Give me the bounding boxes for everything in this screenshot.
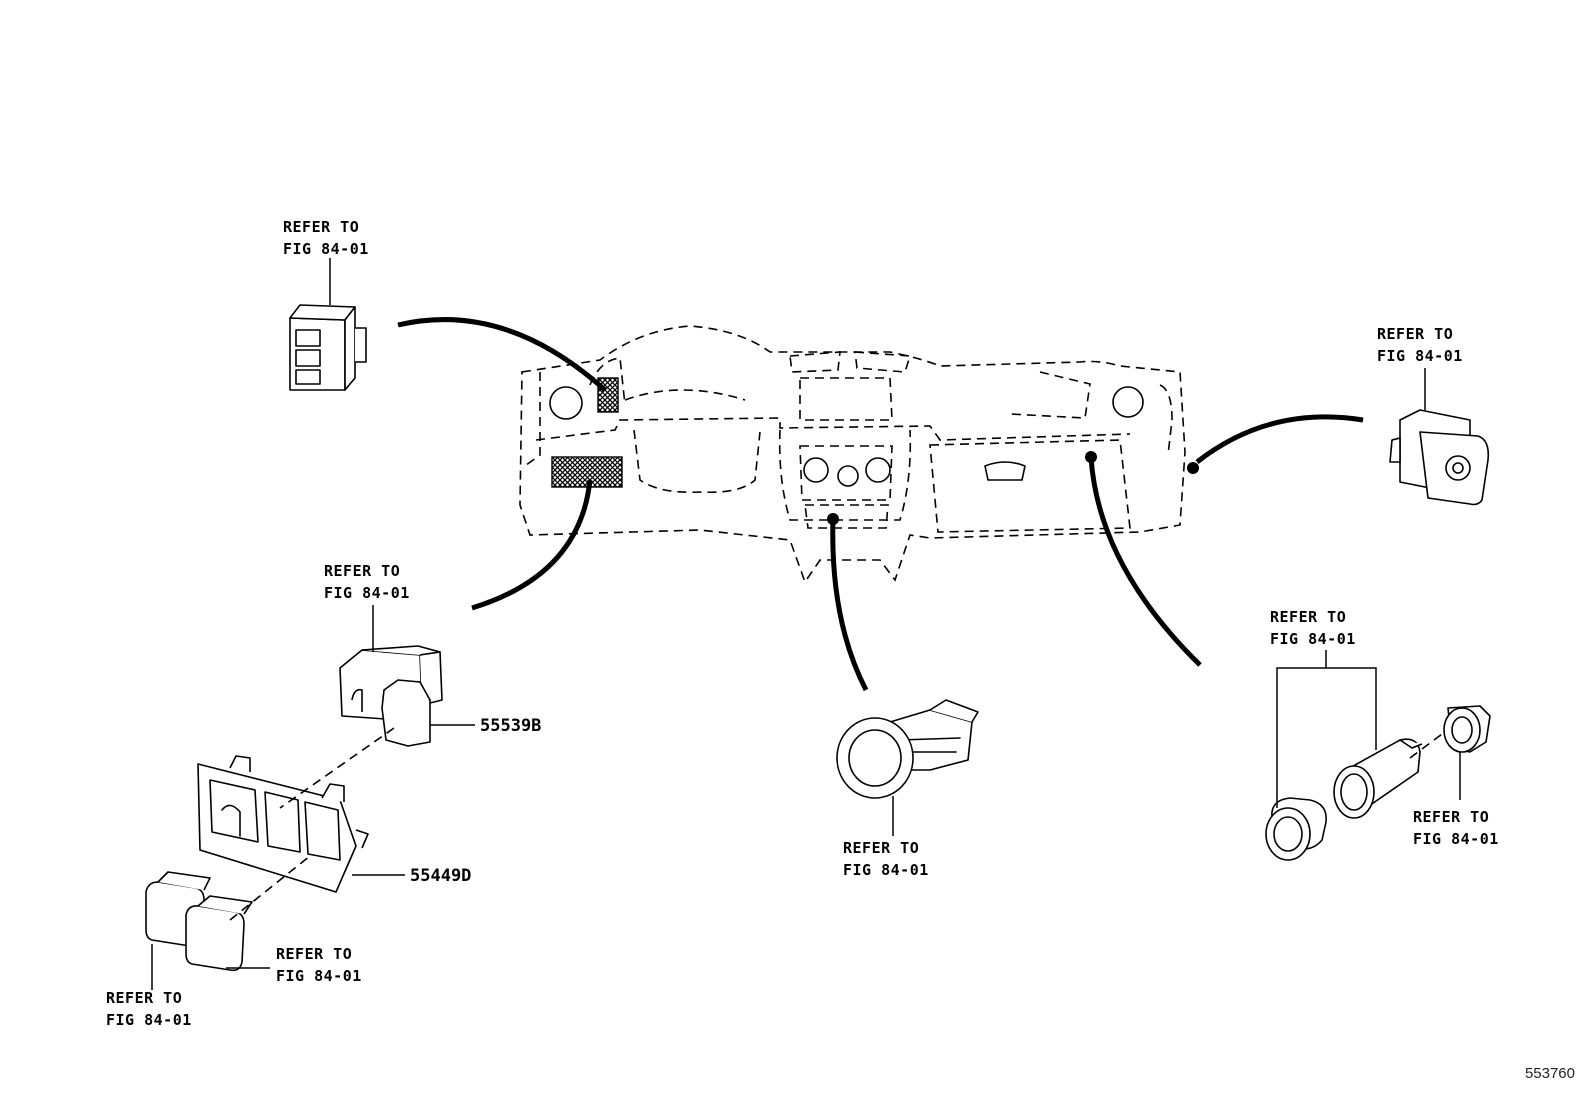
refer-label-line1: REFER TO — [283, 218, 359, 236]
refer-label-line2: FIG 84-01 — [1413, 830, 1499, 848]
refer-label-line1: REFER TO — [1413, 808, 1489, 826]
power-outlet-socket — [836, 699, 979, 836]
part-number-55449d[interactable]: 55449D — [410, 866, 471, 886]
refer-label-line2: FIG 84-01 — [283, 240, 369, 258]
right-switch-assembly — [1389, 368, 1490, 506]
refer-label-line2: FIG 84-01 — [1377, 347, 1463, 365]
upper-knob-switch — [339, 605, 475, 747]
refer-label-line1: REFER TO — [276, 945, 352, 963]
top-left-switch-assembly — [289, 258, 367, 391]
illustration-code: 553760 — [1525, 1065, 1575, 1082]
refer-label-line1: REFER TO — [106, 989, 182, 1007]
switch-panel — [197, 727, 405, 893]
refer-label-line2: FIG 84-01 — [843, 861, 929, 879]
refer-label-line2: FIG 84-01 — [324, 584, 410, 602]
refer-label-line1: REFER TO — [1270, 608, 1346, 626]
instrument-panel-outline — [519, 325, 1186, 584]
refer-label-line1: REFER TO — [324, 562, 400, 580]
refer-label-line2: FIG 84-01 — [106, 1011, 192, 1029]
dash-details — [549, 377, 1199, 525]
refer-label-line2: FIG 84-01 — [276, 967, 362, 985]
refer-label-line1: REFER TO — [1377, 325, 1453, 343]
pointer-arcs — [397, 317, 1364, 692]
refer-label-line1: REFER TO — [843, 839, 919, 857]
lower-switch-buttons — [145, 855, 311, 990]
part-number-55539b[interactable]: 55539B — [480, 716, 541, 736]
refer-label-line2: FIG 84-01 — [1270, 630, 1356, 648]
cigarette-lighter-parts — [1265, 650, 1491, 861]
